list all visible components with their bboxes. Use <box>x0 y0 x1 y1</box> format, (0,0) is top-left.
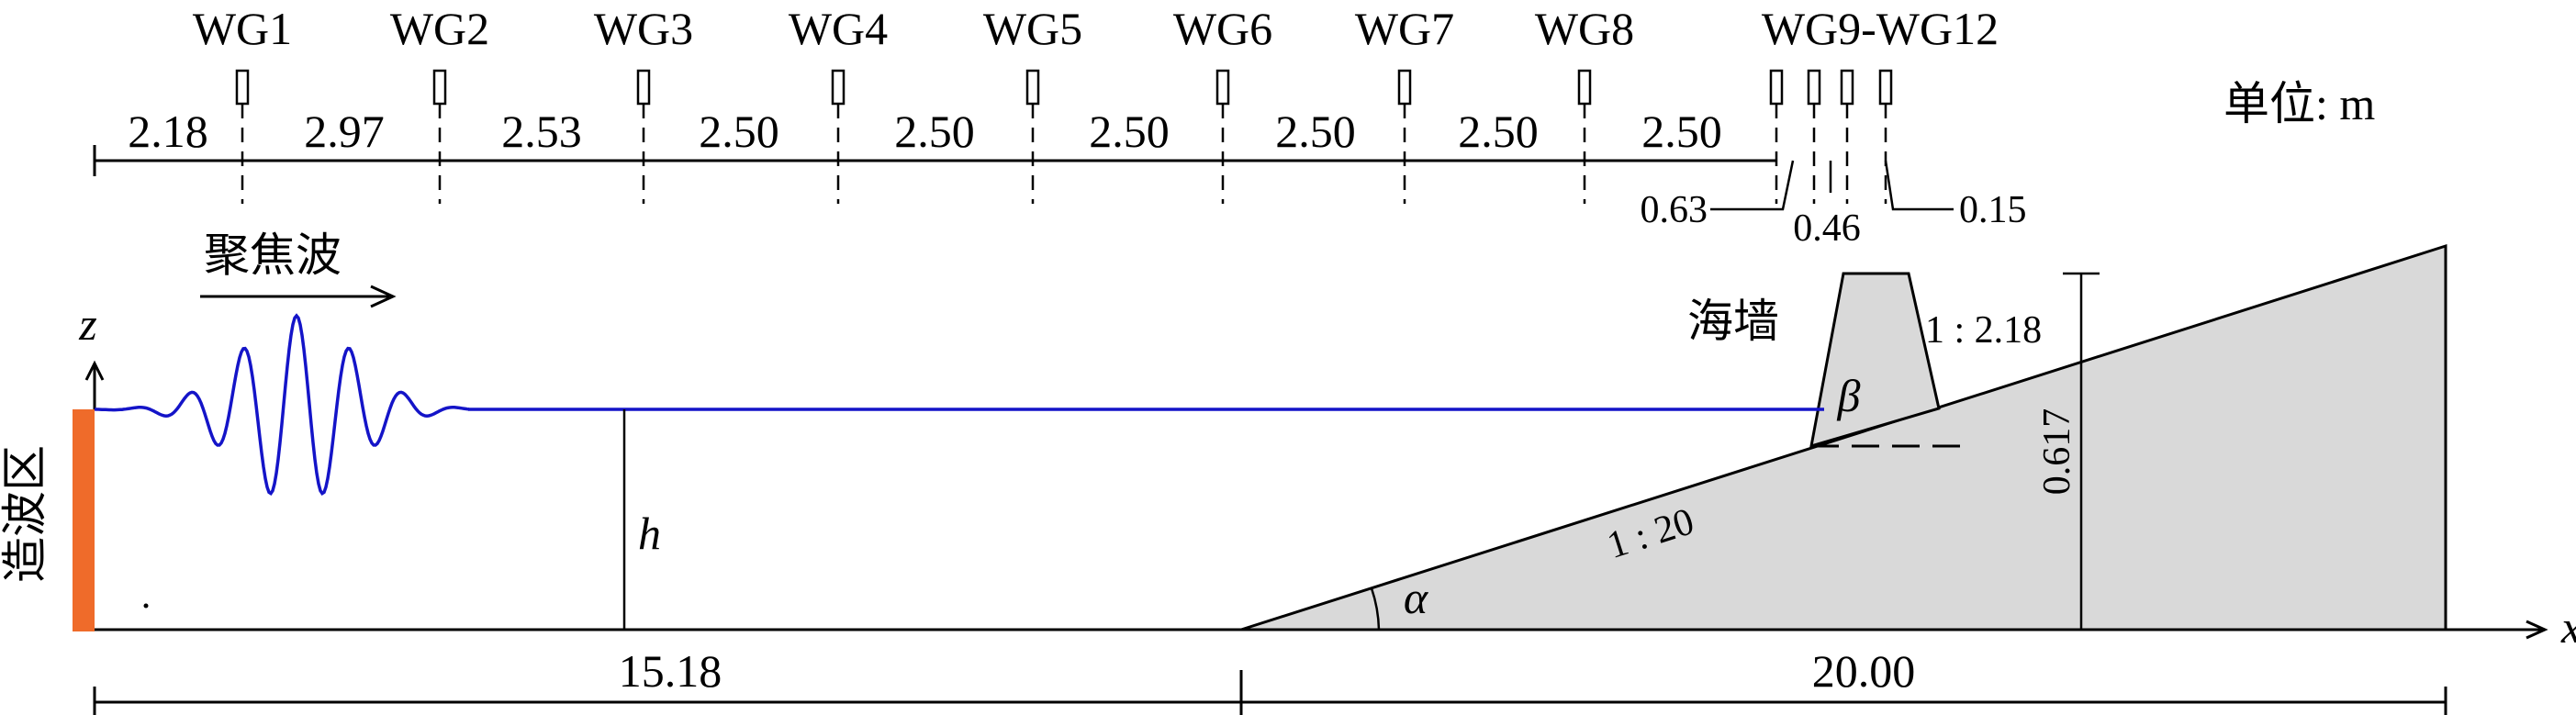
gauge-label-wg9-wg12: WG9-WG12 <box>1762 3 1999 54</box>
z-axis-label: z <box>78 298 96 350</box>
spacing-value: 2.97 <box>304 106 385 157</box>
beta-angle-label: β <box>1837 370 1861 421</box>
small-spacing-value: 0.63 <box>1641 189 1708 231</box>
propagation-arrow <box>200 285 397 308</box>
gauge-marker <box>1769 69 1784 106</box>
depth-symbol: h <box>638 508 661 559</box>
focused-wave-train <box>94 313 470 497</box>
seawall <box>1809 272 1941 449</box>
spacing-value: 2.50 <box>699 106 779 157</box>
small-spacing-leaders <box>1710 160 1954 211</box>
gauge-label-wg8: WG8 <box>1535 3 1634 54</box>
wavemaker-label: 造波区 <box>0 445 50 583</box>
gauge-marker <box>1215 69 1230 106</box>
gauge-label-wg4: WG4 <box>789 3 888 54</box>
spacing-value: 2.50 <box>894 106 975 157</box>
wavemaker-paddle <box>73 409 95 631</box>
length-dimension-line <box>93 670 2447 715</box>
spacing-value: 2.50 <box>1641 106 1722 157</box>
gauge-label-wg3: WG3 <box>594 3 693 54</box>
x-axis-label: x <box>2560 601 2576 653</box>
gauge-label-wg1: WG1 <box>193 3 292 54</box>
gauge-marker <box>1840 69 1854 106</box>
crest-height-value: 0.617 <box>2036 408 2078 496</box>
gauge-marker <box>1878 69 1893 106</box>
unit-label: 单位: m <box>2223 78 2375 129</box>
focused-wave-label: 聚焦波 <box>204 229 342 281</box>
z-axis-arrow <box>84 360 105 409</box>
slope-length-value: 20.00 <box>1812 645 1916 697</box>
gauge-marker <box>432 69 447 106</box>
gauge-marker <box>636 69 651 106</box>
gauge-label-wg7: WG7 <box>1355 3 1454 54</box>
seawall-label: 海墙 <box>1687 296 1779 347</box>
spacing-value: 2.18 <box>128 106 208 157</box>
gauge-marker <box>235 69 250 106</box>
gauge-marker <box>831 69 846 106</box>
gauge-marker <box>1025 69 1040 106</box>
spacing-value: 2.50 <box>1275 106 1356 157</box>
spacing-value: 2.53 <box>501 106 582 157</box>
gauge-marker <box>1807 69 1821 106</box>
seawall-slope-label: 1 : 2.18 <box>1925 309 2042 352</box>
small-dot <box>143 603 149 609</box>
gauge-marker <box>1577 69 1592 106</box>
small-spacing-value: 0.46 <box>1793 207 1861 250</box>
x-axis-arrow <box>95 620 2548 640</box>
spacing-value: 2.50 <box>1458 106 1539 157</box>
crest-height-dimension <box>2063 272 2100 630</box>
spacing-value: 2.50 <box>1089 106 1170 157</box>
alpha-angle-label: α <box>1404 572 1429 623</box>
gauge-label-wg6: WG6 <box>1173 3 1272 54</box>
gauge-marker <box>1397 69 1412 106</box>
gauge-label-wg2: WG2 <box>390 3 489 54</box>
gauge-label-wg5: WG5 <box>983 3 1082 54</box>
flat-length-value: 15.18 <box>619 645 722 697</box>
small-spacing-value: 0.15 <box>1959 189 2027 231</box>
alpha-arc <box>1370 587 1381 631</box>
gauge-dimension-line <box>93 69 1893 204</box>
